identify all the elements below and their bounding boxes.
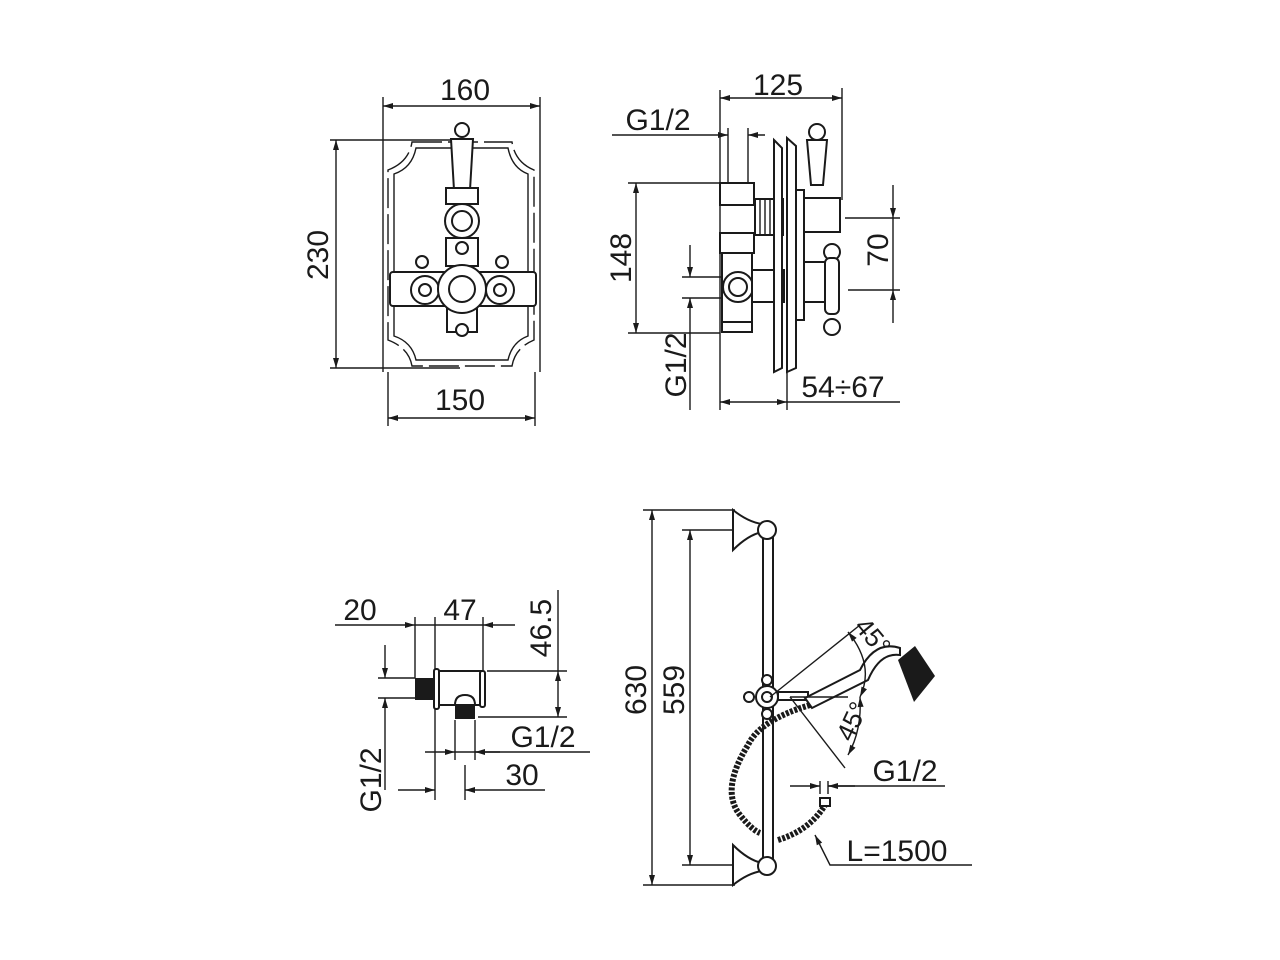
cover-plate [387,141,535,367]
dim-g12-hose: G1/2 [872,755,937,788]
shower-head [898,646,935,702]
dim-30: 30 [505,759,538,792]
hose-length: L=1500 [847,835,948,868]
dim-70: 70 [862,233,895,266]
lever-handle [449,138,475,191]
lever-knob [454,122,470,138]
wall-plate [773,137,783,374]
threaded-outlet [455,705,475,719]
dim-150: 150 [435,384,485,417]
dim-g12-bottom: G1/2 [660,332,693,397]
threaded-inlet [415,678,435,700]
dim-160: 160 [440,74,490,107]
hand-shower [803,645,901,710]
dim-125: 125 [753,69,803,102]
dim-46-5: 46.5 [525,599,558,657]
shower-hose [728,702,811,836]
dim-g12-outlet: G1/2 [510,721,575,754]
slide-rail-view [643,507,972,888]
dim-g12-top: G1/2 [625,104,690,137]
dim-148: 148 [605,233,638,283]
side-lever [805,139,829,186]
dim-47: 47 [443,594,476,627]
side-view [612,88,900,410]
dim-230: 230 [302,230,335,280]
dim-g12-inlet: G1/2 [355,747,388,812]
dim-559: 559 [658,665,691,715]
dim-630: 630 [620,665,653,715]
dim-20: 20 [343,594,376,627]
wall-elbow-view [335,590,590,800]
angle-45-down: 45° [830,697,874,745]
dim-54-67: 54÷67 [801,371,884,404]
front-view [330,97,541,426]
